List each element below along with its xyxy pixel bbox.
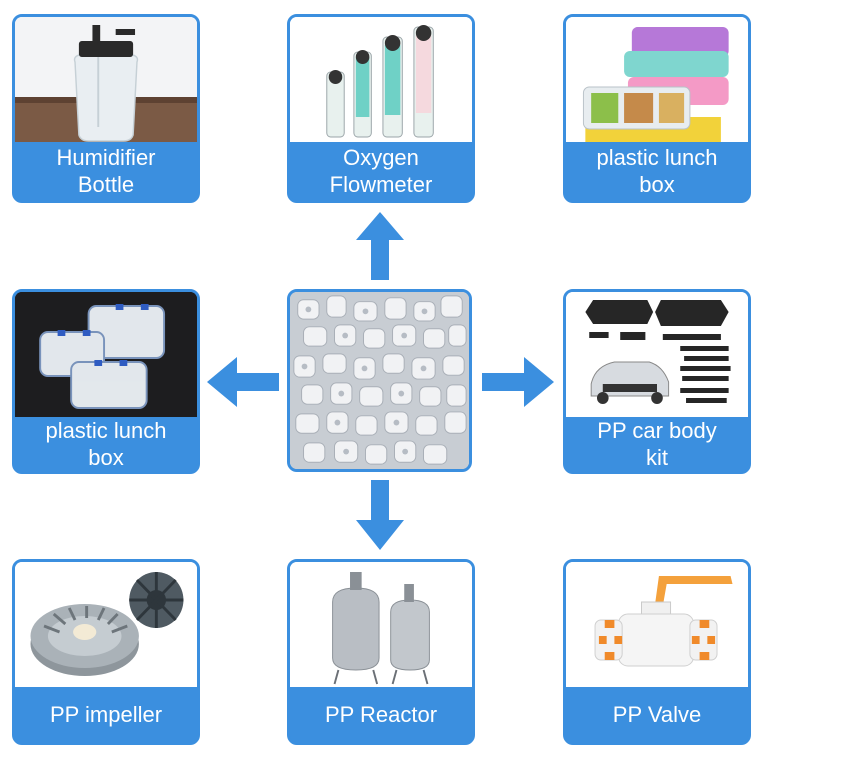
colored-lunch-box-image bbox=[566, 17, 748, 142]
humidifier-bottle-image bbox=[15, 17, 197, 142]
arrow-up-icon bbox=[356, 212, 404, 280]
colored-lunch-box-label: plastic lunch box bbox=[596, 145, 718, 197]
pp-impeller-card: PP impeller bbox=[12, 559, 200, 745]
pp-pellets-image bbox=[287, 289, 472, 472]
humidifier-bottle-label: Humidifier Bottle bbox=[56, 145, 156, 197]
car-body-kit-card: PP car body kit bbox=[563, 289, 751, 474]
pp-valve-label: PP Valve bbox=[612, 702, 702, 727]
arrow-left-icon bbox=[207, 357, 279, 407]
pp-impeller-label: PP impeller bbox=[49, 702, 163, 727]
pp-reactor-card: PP Reactor bbox=[287, 559, 475, 745]
oxygen-flowmeter-label: Oxygen Flowmeter bbox=[329, 145, 433, 197]
clear-lunch-box-image bbox=[15, 292, 197, 417]
clear-lunch-box-label: plastic lunch box bbox=[45, 418, 167, 470]
humidifier-bottle-card: Humidifier Bottle bbox=[12, 14, 200, 203]
arrow-down-icon bbox=[356, 480, 404, 550]
colored-lunch-box-card: plastic lunch box bbox=[563, 14, 751, 203]
car-body-kit-label: PP car body kit bbox=[597, 418, 717, 470]
pp-impeller-image bbox=[15, 562, 197, 687]
pp-reactor-label: PP Reactor bbox=[324, 702, 438, 727]
car-body-kit-image bbox=[566, 292, 748, 417]
pp-valve-card: PP Valve bbox=[563, 559, 751, 745]
clear-lunch-box-card: plastic lunch box bbox=[12, 289, 200, 474]
pp-reactor-image bbox=[290, 562, 472, 687]
oxygen-flowmeter-image bbox=[290, 17, 472, 142]
arrow-right-icon bbox=[482, 357, 554, 407]
oxygen-flowmeter-card: Oxygen Flowmeter bbox=[287, 14, 475, 203]
pp-valve-image bbox=[566, 562, 748, 687]
